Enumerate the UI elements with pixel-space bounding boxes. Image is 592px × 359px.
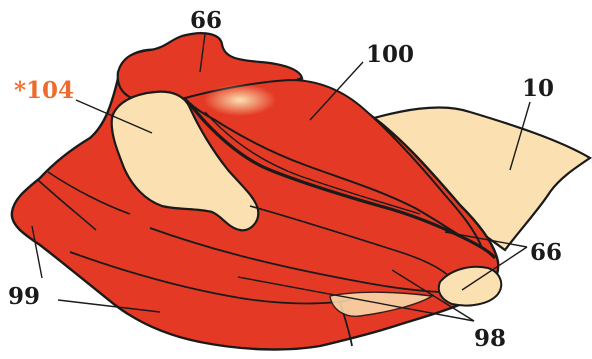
label-100: 100 xyxy=(366,41,414,68)
label-99: 99 xyxy=(8,283,40,310)
label-66-top: 66 xyxy=(190,7,222,34)
label-66-right: 66 xyxy=(530,239,562,266)
upper-middle-highlight xyxy=(204,84,276,116)
label-98: 98 xyxy=(474,325,506,352)
label-10: 10 xyxy=(522,75,554,102)
label-104: *104 xyxy=(14,77,74,104)
